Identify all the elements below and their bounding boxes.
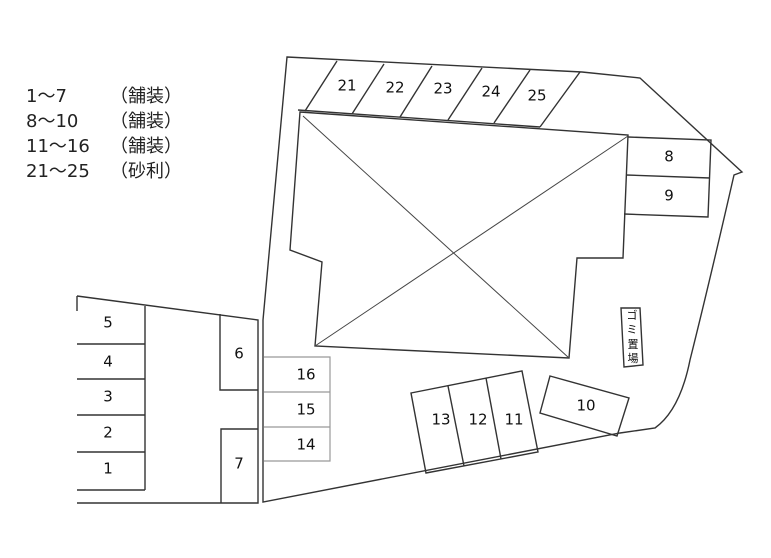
trash-char-2: ミ bbox=[627, 323, 638, 336]
lots-14-16: 16 15 14 bbox=[264, 356, 331, 462]
lot-divider bbox=[399, 65, 433, 118]
lots-8-9: 8 9 bbox=[623, 136, 712, 218]
lot-label-24: 24 bbox=[481, 83, 500, 101]
legend-surface-3: （舗装） bbox=[110, 136, 182, 157]
lot-label-21: 21 bbox=[337, 77, 356, 95]
lot-divider bbox=[447, 385, 465, 467]
lot-6-outline bbox=[219, 314, 258, 391]
lot-divider bbox=[447, 67, 483, 121]
lots-1-7: 5 4 3 2 1 6 7 bbox=[76, 295, 259, 504]
building-diagonal-b bbox=[314, 135, 629, 347]
lots-21-25: 21 22 23 24 25 bbox=[297, 60, 581, 128]
lot-label-5: 5 bbox=[103, 314, 113, 332]
lot-divider bbox=[625, 174, 711, 179]
lot-label-8: 8 bbox=[664, 148, 674, 166]
lot-10: 10 bbox=[539, 375, 630, 437]
lot-divider bbox=[485, 377, 502, 460]
lots-top-baseline bbox=[297, 109, 541, 128]
site-boundary bbox=[262, 56, 744, 503]
lot-label-2: 2 bbox=[103, 424, 113, 442]
lot-label-16: 16 bbox=[296, 366, 315, 384]
left-area-outline bbox=[76, 295, 259, 504]
lot-label-11: 11 bbox=[504, 411, 523, 429]
lot-label-13: 13 bbox=[431, 411, 450, 429]
lot-10-outline bbox=[539, 375, 630, 437]
lot-divider bbox=[304, 60, 338, 112]
lot-label-12: 12 bbox=[468, 411, 487, 429]
lot-label-6: 6 bbox=[234, 345, 244, 363]
lots-11-13-outline bbox=[410, 370, 539, 474]
lot-label-15: 15 bbox=[296, 401, 315, 419]
legend-range-4: 21〜25 bbox=[26, 161, 90, 182]
lot-label-22: 22 bbox=[385, 79, 404, 97]
lot-divider bbox=[539, 71, 581, 128]
trash-char-4: 場 bbox=[628, 352, 639, 365]
lot-label-3: 3 bbox=[103, 388, 113, 406]
trash-char-1: ゴ bbox=[627, 308, 638, 322]
lot-label-7: 7 bbox=[234, 455, 244, 473]
legend-range-2: 8〜10 bbox=[26, 111, 78, 132]
lot-label-4: 4 bbox=[103, 353, 113, 371]
lots-11-13: 13 12 11 bbox=[410, 370, 539, 474]
lot-divider bbox=[493, 69, 531, 124]
trash-area: ゴ ミ 置 場 bbox=[620, 307, 644, 368]
lot-label-14: 14 bbox=[296, 436, 315, 454]
lot-label-9: 9 bbox=[664, 187, 674, 205]
lots-14-16-outline bbox=[264, 356, 331, 462]
main-building bbox=[289, 111, 629, 359]
lot-divider bbox=[351, 63, 385, 115]
legend-surface-2: （舗装） bbox=[110, 111, 182, 132]
legend-range-1: 1〜7 bbox=[26, 86, 67, 107]
trash-area-box bbox=[620, 307, 644, 368]
legend: 1〜7 （舗装） 8〜10 （舗装） 11〜16 （舗装） 21〜25 （砂利） bbox=[26, 86, 182, 182]
lot-label-10: 10 bbox=[576, 397, 595, 415]
legend-surface-4: （砂利） bbox=[110, 161, 182, 182]
lot-label-25: 25 bbox=[527, 87, 546, 105]
lot-label-23: 23 bbox=[433, 80, 452, 98]
lot-7-outline bbox=[220, 428, 258, 503]
legend-range-3: 11〜16 bbox=[26, 136, 90, 157]
trash-char-3: 置 bbox=[628, 338, 639, 351]
building-diagonal-a bbox=[302, 115, 570, 359]
legend-surface-1: （舗装） bbox=[110, 86, 182, 107]
lot-label-1: 1 bbox=[103, 460, 113, 478]
